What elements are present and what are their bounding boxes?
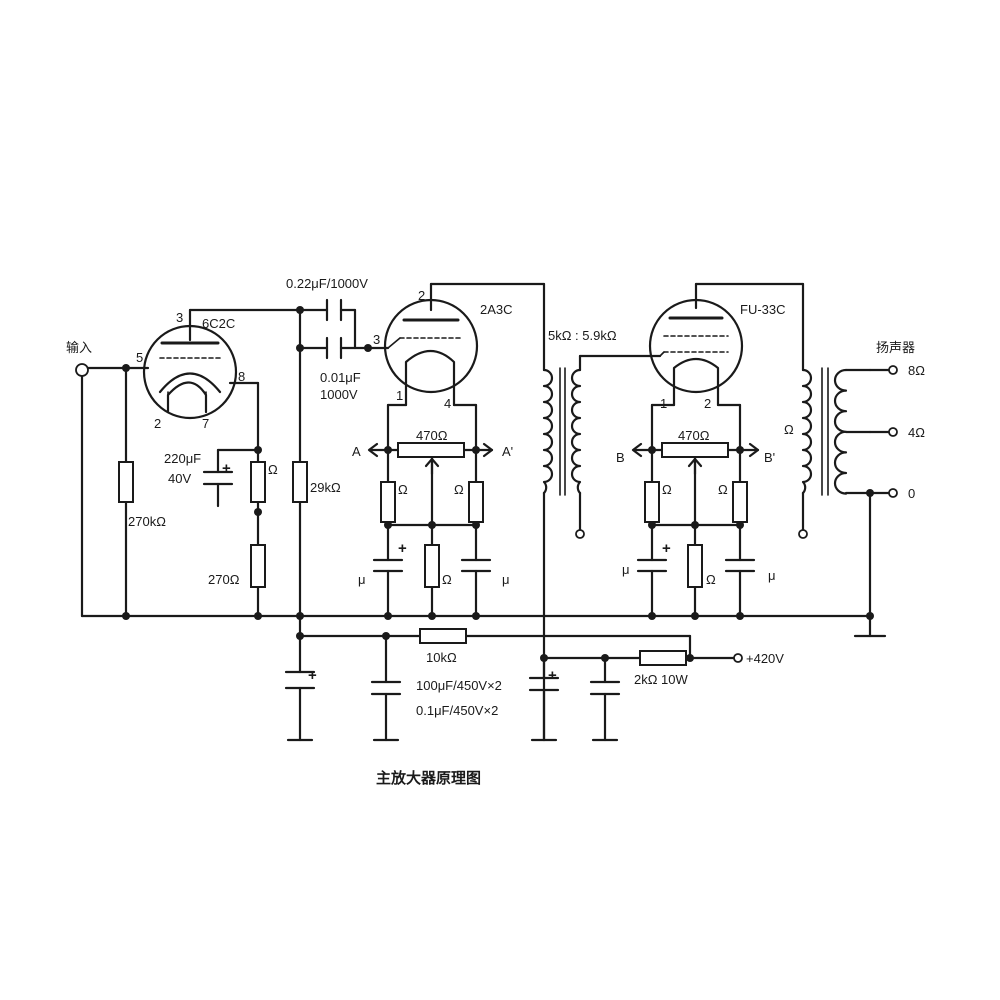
c-coupling-top-label: 0.22μF/1000V (286, 276, 368, 291)
tube1-pin3: 3 (176, 310, 183, 325)
tube-fu33c (648, 298, 744, 394)
resistor-stage3-right (732, 481, 748, 523)
terminals (75, 363, 898, 663)
resistor-stage2-center (424, 544, 440, 588)
pot1-label: 470Ω (416, 428, 448, 443)
out-4-label: 4Ω (908, 425, 925, 440)
out-8-label: 8Ω (908, 363, 925, 378)
r-stage3-left-label: Ω (662, 482, 672, 497)
c-stage3-plus: + (662, 540, 671, 557)
resistor-29k (292, 461, 308, 503)
r-cathode-top-label: Ω (268, 462, 278, 477)
resistor-10k (419, 628, 467, 644)
resistor-stage2-left (380, 481, 396, 523)
supply-label: +420V (746, 651, 784, 666)
r-decouple-label: 10kΩ (426, 650, 457, 665)
resistor-stage3-center (687, 544, 703, 588)
c-cathode-val: 220μF (164, 451, 201, 466)
wires (80, 282, 895, 742)
c-filter-a-plus: + (308, 667, 317, 684)
xfmr1-terminal (575, 529, 585, 539)
potentiometer-stage2 (367, 442, 494, 476)
supply-terminal (733, 653, 743, 663)
node-a-label: A (352, 444, 361, 459)
r-drop-label: 2kΩ 10W (634, 672, 689, 687)
c-coupling-bot-val: 0.01μF (320, 370, 361, 385)
c-stage2-plus: + (398, 540, 407, 557)
r-stage2-left-label: Ω (398, 482, 408, 497)
resistor-2k-10w (639, 650, 687, 666)
output-terminal-4 (888, 427, 898, 437)
c-stage3-right-label: μ (768, 568, 776, 583)
resistor-stage2-right (468, 481, 484, 523)
tube1-pin8: 8 (238, 369, 245, 384)
xfmr2-label: Ω (784, 422, 794, 437)
tube2-name: 2A3C (480, 302, 513, 317)
tube3-pin2: 2 (704, 396, 711, 411)
tube-2a3c (383, 298, 479, 394)
junction-dots (122, 306, 874, 662)
speaker-label: 扬声器 (876, 341, 915, 356)
pot2-label: 470Ω (678, 428, 710, 443)
output-transformer (801, 367, 872, 496)
tube2-pin4: 4 (444, 396, 451, 411)
input-jack-icon (75, 363, 89, 377)
r-stage2-right-label: Ω (454, 482, 464, 497)
out-0-label: 0 (908, 486, 915, 501)
tube2-pin3: 3 (373, 332, 380, 347)
r-stage3-center-label: Ω (706, 572, 716, 587)
capacitors (202, 298, 756, 696)
c-filter-b-plus: + (548, 667, 557, 684)
r-stage3-right-label: Ω (718, 482, 728, 497)
xfmr2-terminal (798, 529, 808, 539)
node-b2-label: B' (764, 450, 775, 465)
input-label: 输入 (66, 340, 92, 356)
c-stage2-left-label: μ (358, 572, 366, 587)
c-stage3-left-label: μ (622, 562, 630, 577)
resistor-cathode-top (250, 461, 266, 503)
node-a2-label: A' (502, 444, 513, 459)
resistor-stage3-left (644, 481, 660, 523)
output-terminal-8 (888, 365, 898, 375)
tube1-pin5: 5 (136, 350, 143, 365)
potentiometer-stage3 (631, 442, 760, 476)
c-cathode-plus: + (222, 460, 231, 477)
interstage-transformer (542, 367, 582, 496)
output-terminal-0 (888, 488, 898, 498)
c-filter2-label: 0.1μF/450V×2 (416, 703, 498, 718)
node-b-label: B (616, 450, 625, 465)
c-stage2-right-label: μ (502, 572, 510, 587)
c-coupling-bot-volt: 1000V (320, 387, 358, 402)
xfmr1-label: 5kΩ : 5.9kΩ (548, 328, 617, 343)
labels: 输入 扬声器 6C2C 3 5 8 2 7 2A3C 2 3 1 4 FU-33… (66, 276, 925, 787)
r-cathode-label: 270Ω (208, 572, 240, 587)
c-filter1-label: 100μF/450V×2 (416, 678, 502, 693)
tube1-pin2: 2 (154, 416, 161, 431)
tube1-name: 6C2C (202, 316, 235, 331)
resistor-270k (118, 461, 134, 503)
resistor-270-ohm (250, 544, 266, 588)
tube3-name: FU-33C (740, 302, 786, 317)
tube3-pin1: 1 (660, 396, 667, 411)
r-input-label: 270kΩ (128, 514, 166, 529)
diagram-caption: 主放大器原理图 (376, 769, 481, 787)
tube2-pin2: 2 (418, 288, 425, 303)
tube-6c2c (142, 324, 238, 420)
r-grid-label: 29kΩ (310, 480, 341, 495)
tube2-pin1: 1 (396, 388, 403, 403)
r-stage2-center-label: Ω (442, 572, 452, 587)
c-cathode-volt: 40V (168, 471, 191, 486)
tube1-pin7: 7 (202, 416, 209, 431)
